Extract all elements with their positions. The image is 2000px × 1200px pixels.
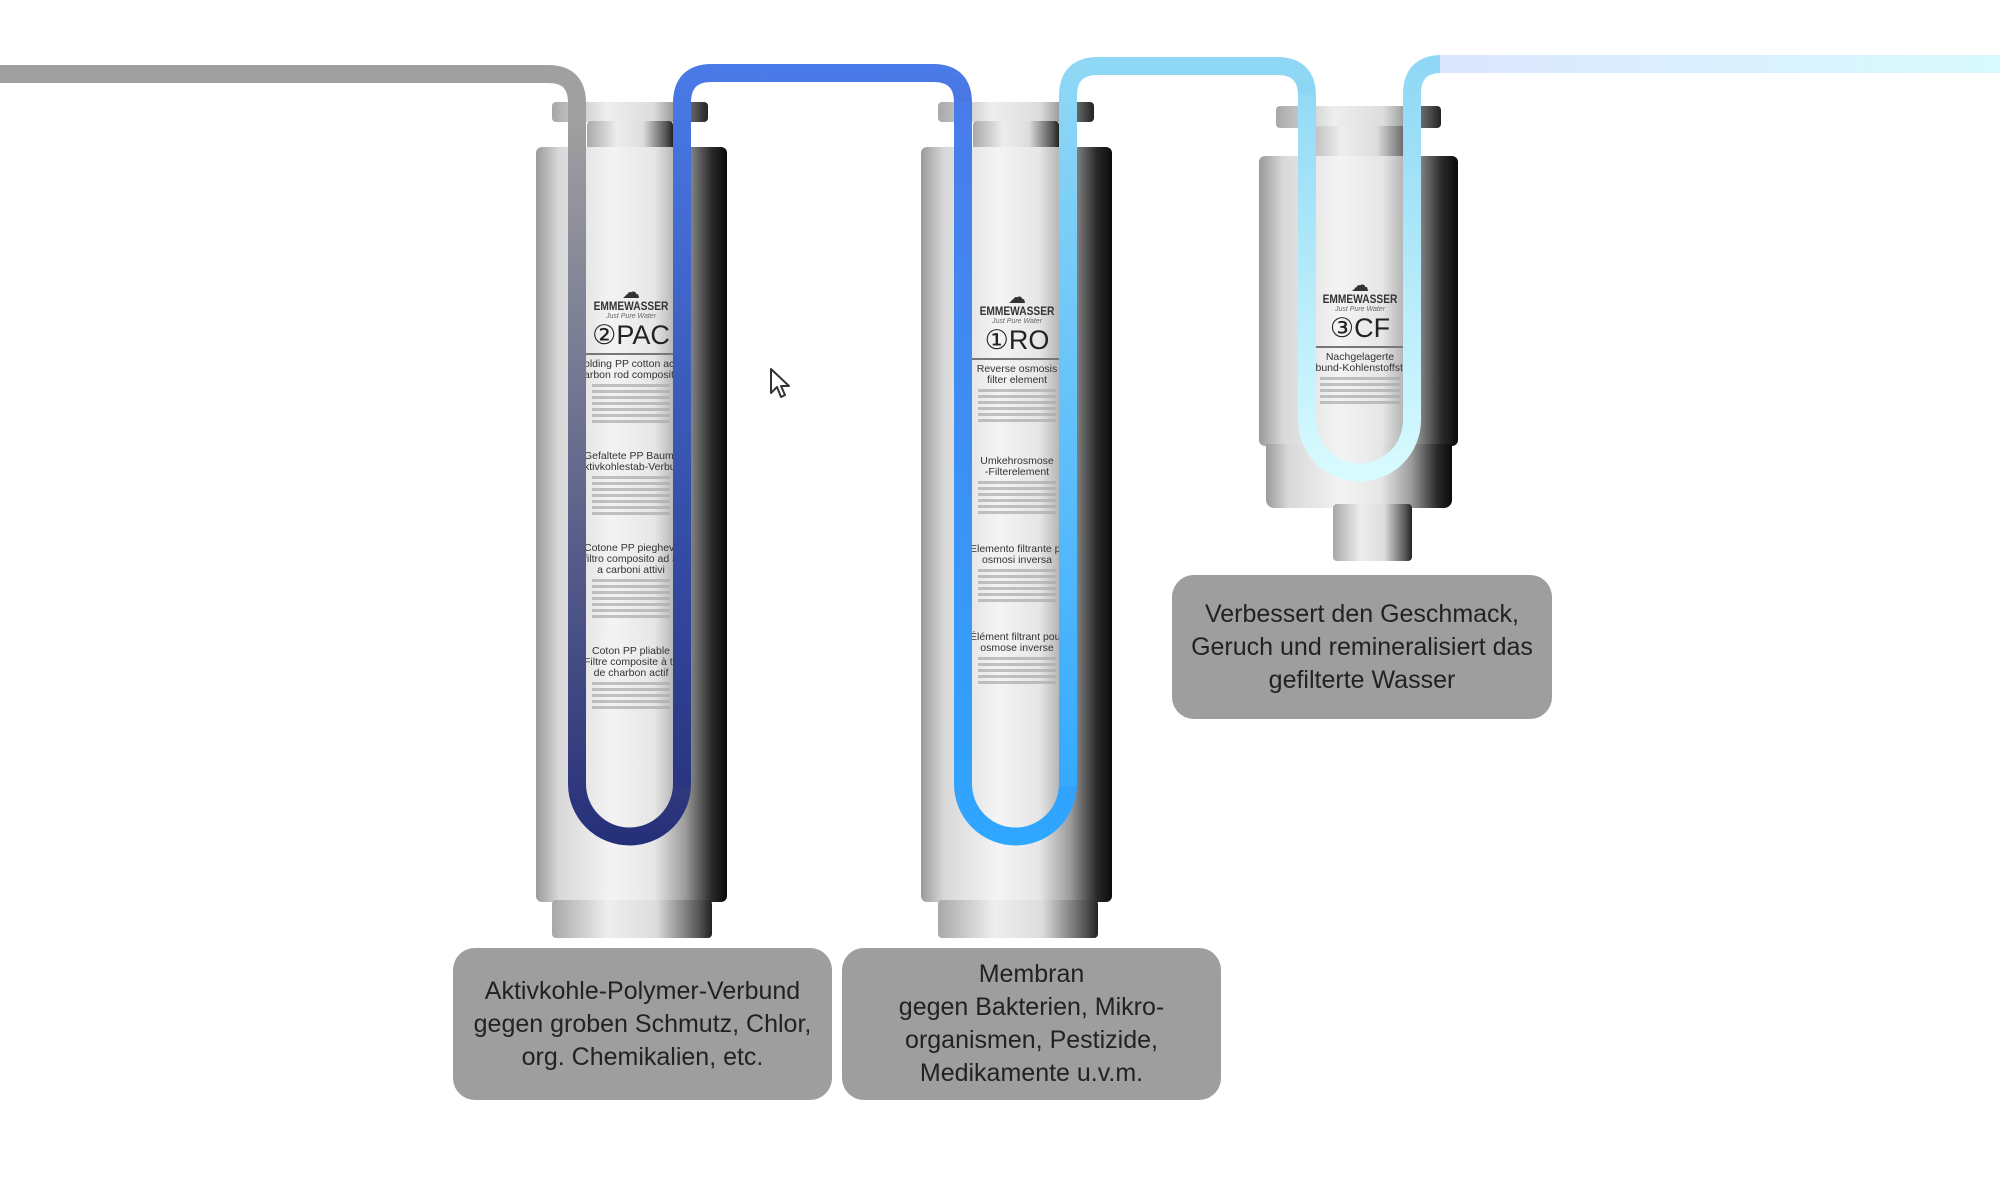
brand-name: EMMEWASSER [593,299,669,313]
pac-body [536,147,727,902]
ro-description: Membran gegen Bakterien, Mikro- organism… [842,948,1221,1100]
brand-tagline: Just Pure Water [1334,306,1386,313]
mouse-cursor-icon [770,368,790,398]
filter-heading: Nachgelagerte rbund-Kohlenstoffstang [1312,351,1408,374]
pac-cap [552,102,708,122]
ro-cap [938,102,1094,122]
pipe-pac-to-ro [673,64,972,786]
filter-heading: Élément filtrant pour osmose inverse [970,631,1064,654]
brand-name: EMMEWASSER [1322,292,1398,306]
cf-cap [1276,106,1441,128]
brand-logo-icon: ☁ [622,285,640,302]
pipe-ro [954,102,1077,846]
brand-logo-icon: ☁ [1008,290,1026,307]
filter-heading: Reverse osmosis filter element [976,363,1058,386]
filter-heading: Gefaltete PP Baumwol ktivkohlestab-Verbu… [584,450,678,473]
pipe-pac [568,102,691,846]
pipe-cf [1298,55,2000,482]
filter-code: ③CF [1312,313,1408,348]
pipe-inlet [0,65,586,104]
filter-heading: olding PP cotton activa arbon rod compos… [584,358,678,381]
ro-base [938,900,1098,938]
pac-base [552,900,712,938]
brand-logo-icon: ☁ [1351,278,1369,295]
brand-tagline: Just Pure Water [991,318,1043,325]
cf-neck [1300,126,1418,160]
filter-code: ②PAC [584,320,678,355]
brand-tagline: Just Pure Water [605,313,657,320]
pac-description: Aktivkohle-Polymer-Verbund gegen groben … [453,948,832,1100]
filter-heading: Umkehrosmose -Filterelement [980,455,1054,478]
pac-neck [587,121,673,151]
filter-code: ①RO [970,325,1064,360]
ro-neck [973,121,1059,151]
ro-label: ☁ EMMEWASSER Just Pure Water ①RO Reverse… [970,290,1064,687]
cf-label: ☁ EMMEWASSER Just Pure Water ③CF Nachgel… [1312,278,1408,407]
cf-description: Verbessert den Geschmack, Geruch und rem… [1172,575,1552,719]
pac-label: ☁ EMMEWASSER Just Pure Water ②PAC olding… [584,285,678,712]
ro-body [921,147,1112,902]
pipe-ro-to-cf [1059,57,1316,786]
cf-spout [1333,504,1412,561]
brand-name: EMMEWASSER [979,304,1055,318]
